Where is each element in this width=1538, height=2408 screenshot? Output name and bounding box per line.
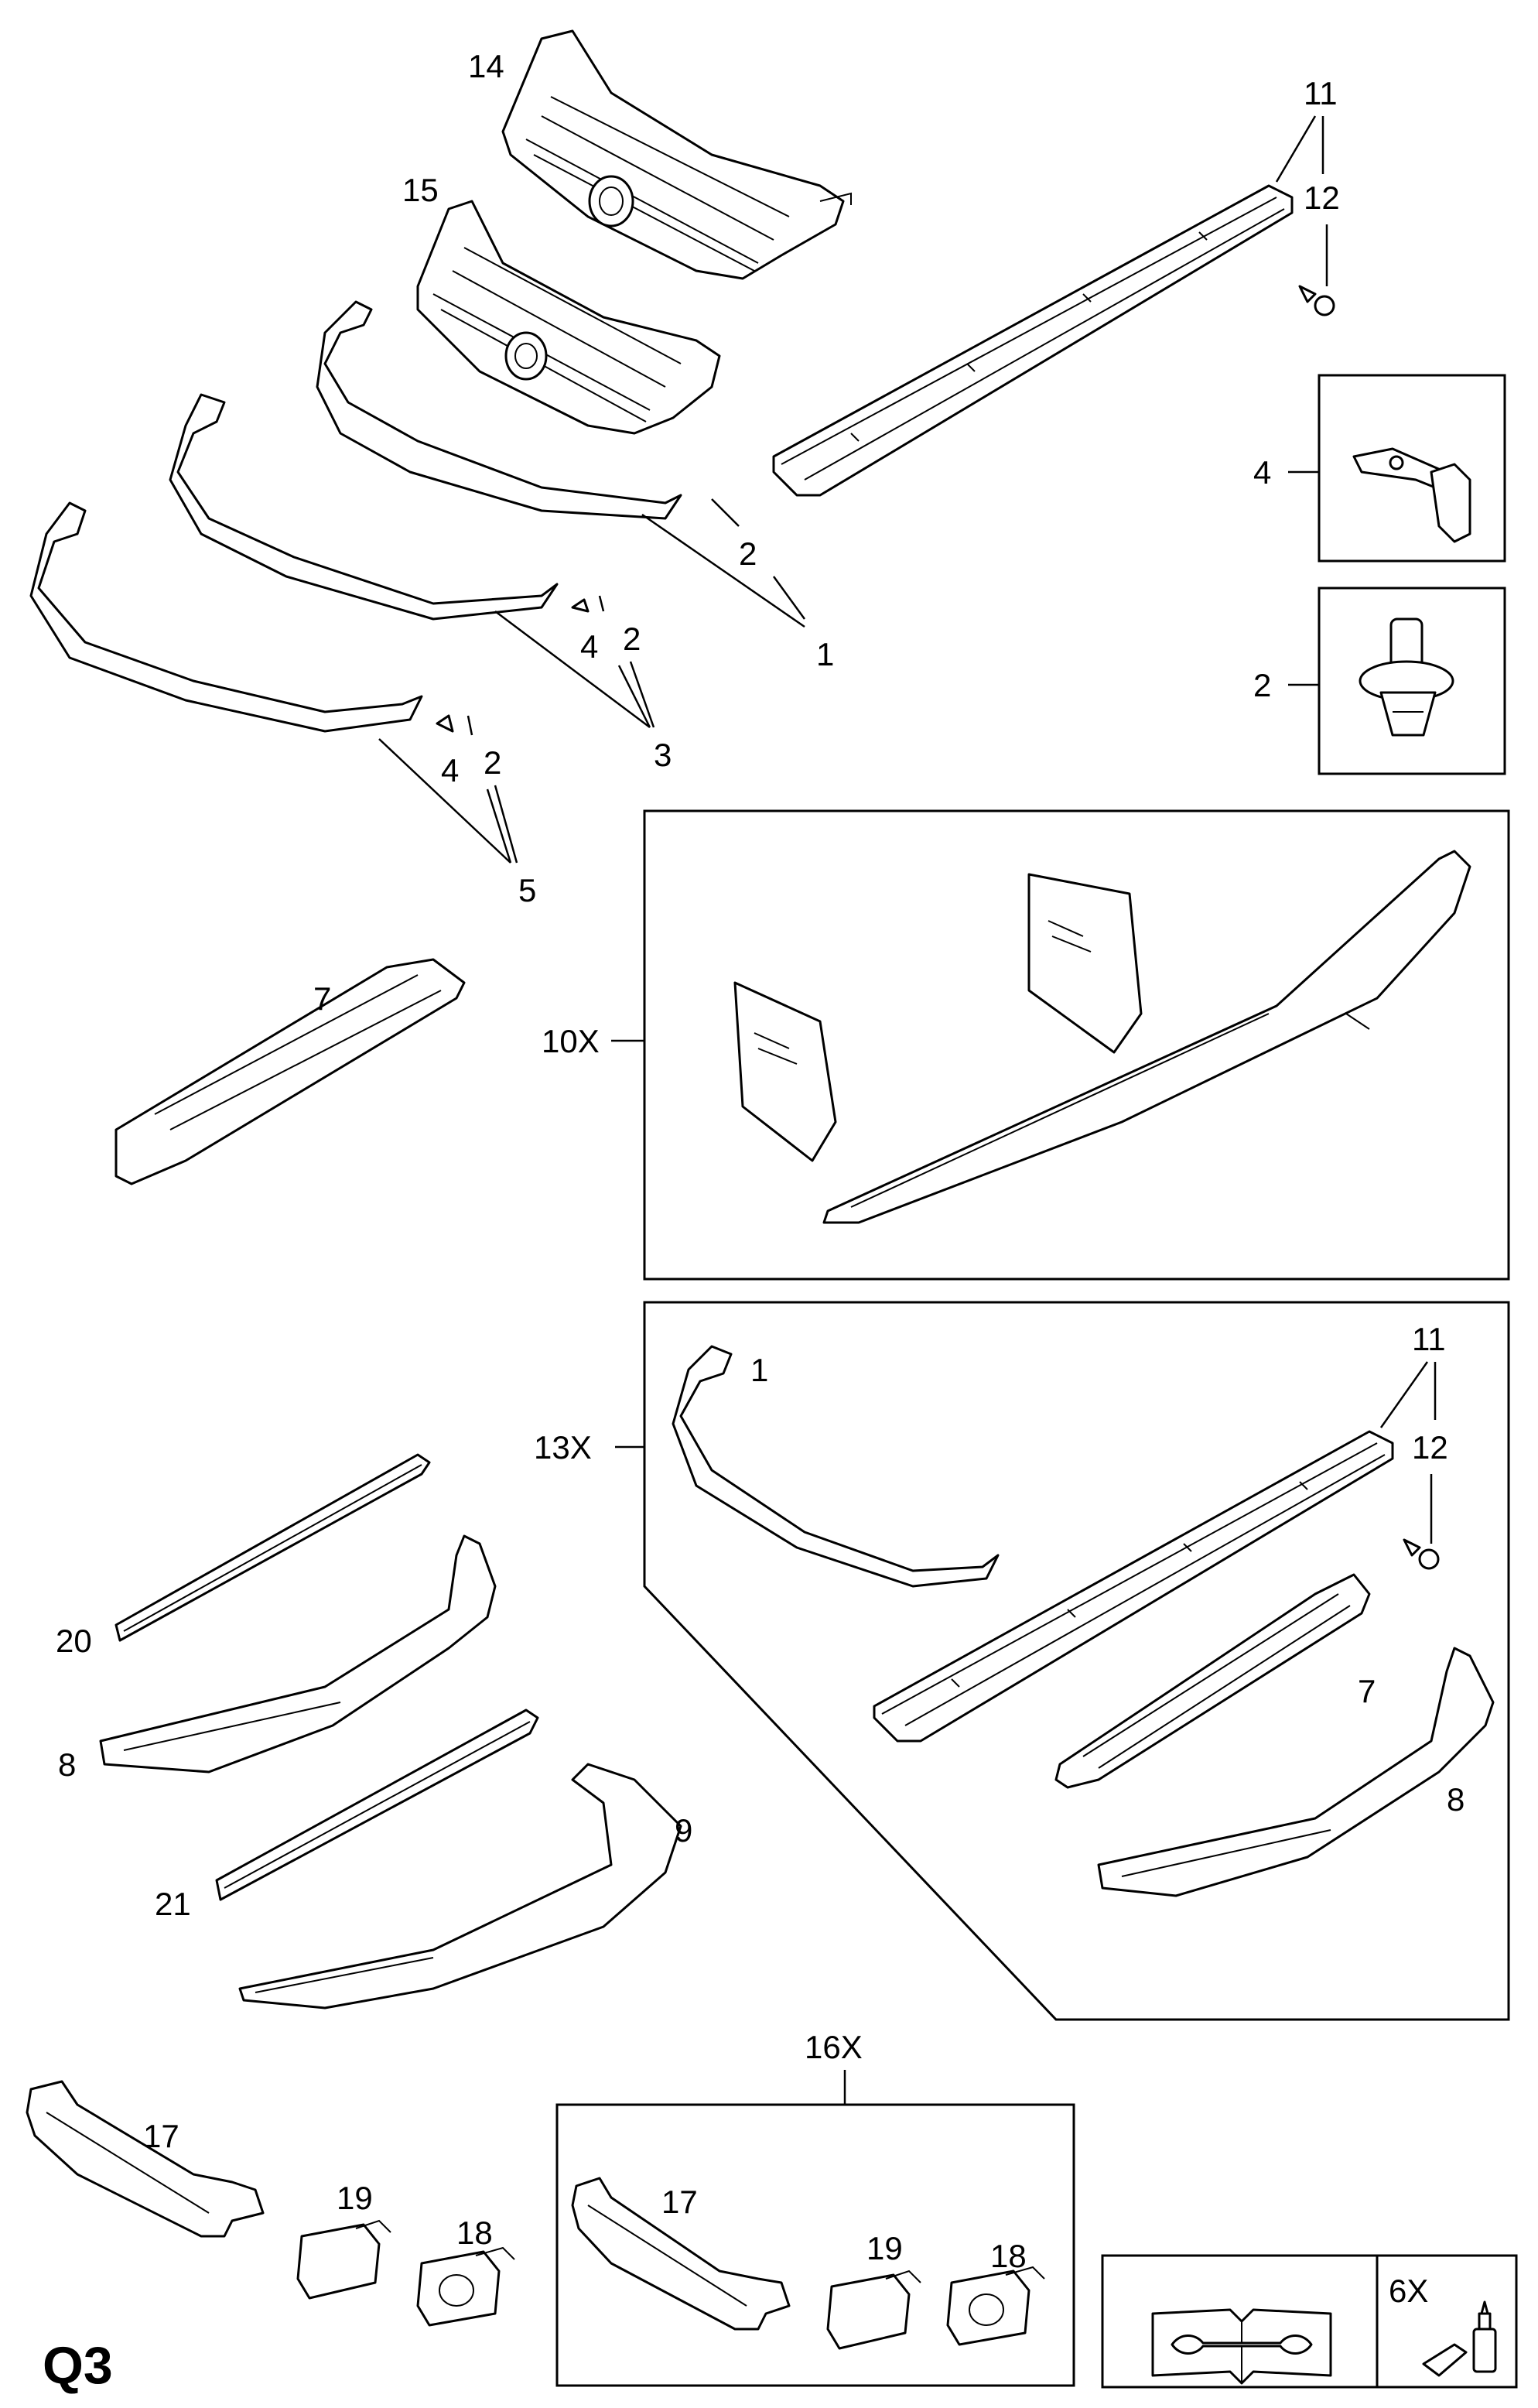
rear-spoiler-13x: [1054, 1573, 1371, 1789]
bracket-4-frame: [1318, 374, 1506, 563]
trim-strip-21: [215, 1709, 539, 1901]
callout-14: 14: [468, 48, 504, 84]
callout-2-c: 2: [623, 621, 641, 657]
callout-11-b: 11: [1412, 1321, 1446, 1357]
service-manual-icon: [1151, 2308, 1332, 2385]
clip-2: [1359, 617, 1454, 737]
callout-4-c: 4: [441, 752, 459, 788]
kit-10x-frame: [643, 809, 1510, 1281]
callout-5: 5: [518, 872, 536, 908]
front-spoiler-3: [169, 393, 559, 621]
callout-1-b: 1: [750, 1352, 768, 1388]
callout-21: 21: [155, 1886, 191, 1922]
trim-strip-20: [114, 1453, 431, 1642]
callout-18-b: 18: [990, 2238, 1027, 2274]
callout-9: 9: [675, 1812, 692, 1849]
side-sill-top: [772, 184, 1294, 497]
service-box-frame: [1101, 2254, 1518, 2389]
callout-4-b: 4: [580, 628, 598, 665]
door-handle-17-kit: [571, 2177, 791, 2331]
rear-spoiler-9: [238, 1763, 682, 2010]
front-spoiler-5: [29, 501, 423, 733]
front-spoiler-1: [316, 300, 682, 520]
callout-3: 3: [654, 737, 672, 773]
callout-7-b: 7: [1358, 1673, 1376, 1709]
rear-spoiler-10x: [822, 850, 1471, 1224]
kit-16x-frame: [555, 2103, 1075, 2387]
callout-20: 20: [56, 1623, 92, 1659]
callout-19-b: 19: [866, 2230, 903, 2266]
callout-13x: 13X: [534, 1429, 592, 1466]
handle-cover-19-kit: [826, 2269, 921, 2350]
callout-10x: 10X: [542, 1023, 600, 1059]
callout-6x: 6X: [1389, 2273, 1428, 2309]
handle-cover-19-loose: [296, 2219, 391, 2300]
clip-2-frame: [1318, 587, 1506, 775]
lock-cover-18-kit: [946, 2266, 1045, 2346]
screw-12-13x: [1403, 1474, 1440, 1570]
adhesive-bottle-icon: [1422, 2300, 1497, 2377]
callout-17-a: 17: [143, 2118, 179, 2154]
callout-12-b: 12: [1412, 1429, 1448, 1466]
callout-16x: 16X: [805, 2029, 863, 2065]
rear-valance-13x: [1097, 1647, 1495, 1897]
page-code: Q3: [43, 2336, 113, 2395]
lock-cover-18-loose: [416, 2246, 515, 2327]
door-handle-17-loose: [26, 2080, 265, 2238]
grille-upper: [501, 29, 852, 280]
side-sill-13x: [873, 1430, 1394, 1743]
callout-18-a: 18: [456, 2215, 493, 2251]
callout-19-a: 19: [337, 2180, 373, 2216]
callout-15: 15: [402, 172, 439, 208]
callout-7-a: 7: [313, 980, 331, 1017]
callout-8-b: 8: [1447, 1781, 1465, 1818]
screw-12-top: [1298, 224, 1335, 316]
front-spoiler-13x: [672, 1345, 1000, 1588]
grille-lower: [416, 200, 721, 435]
callout-1-a: 1: [816, 636, 834, 672]
callout-17-b: 17: [661, 2184, 698, 2220]
kit-13x-frame: [643, 1301, 1510, 2021]
callout-11-top: 11: [1304, 75, 1338, 111]
rear-valance-8: [99, 1534, 497, 1774]
rear-spoiler-7: [114, 958, 466, 1185]
callout-2-box: 2: [1253, 667, 1271, 703]
callout-8-a: 8: [58, 1746, 76, 1783]
callout-2-a: 2: [739, 535, 757, 572]
instruction-sheet-2: [733, 981, 837, 1162]
callout-12-top: 12: [1304, 180, 1340, 216]
callout-4-box: 4: [1253, 454, 1271, 491]
instruction-sheet-1: [1027, 873, 1143, 1054]
bracket-4: [1352, 447, 1471, 543]
callout-2-d: 2: [484, 744, 501, 781]
